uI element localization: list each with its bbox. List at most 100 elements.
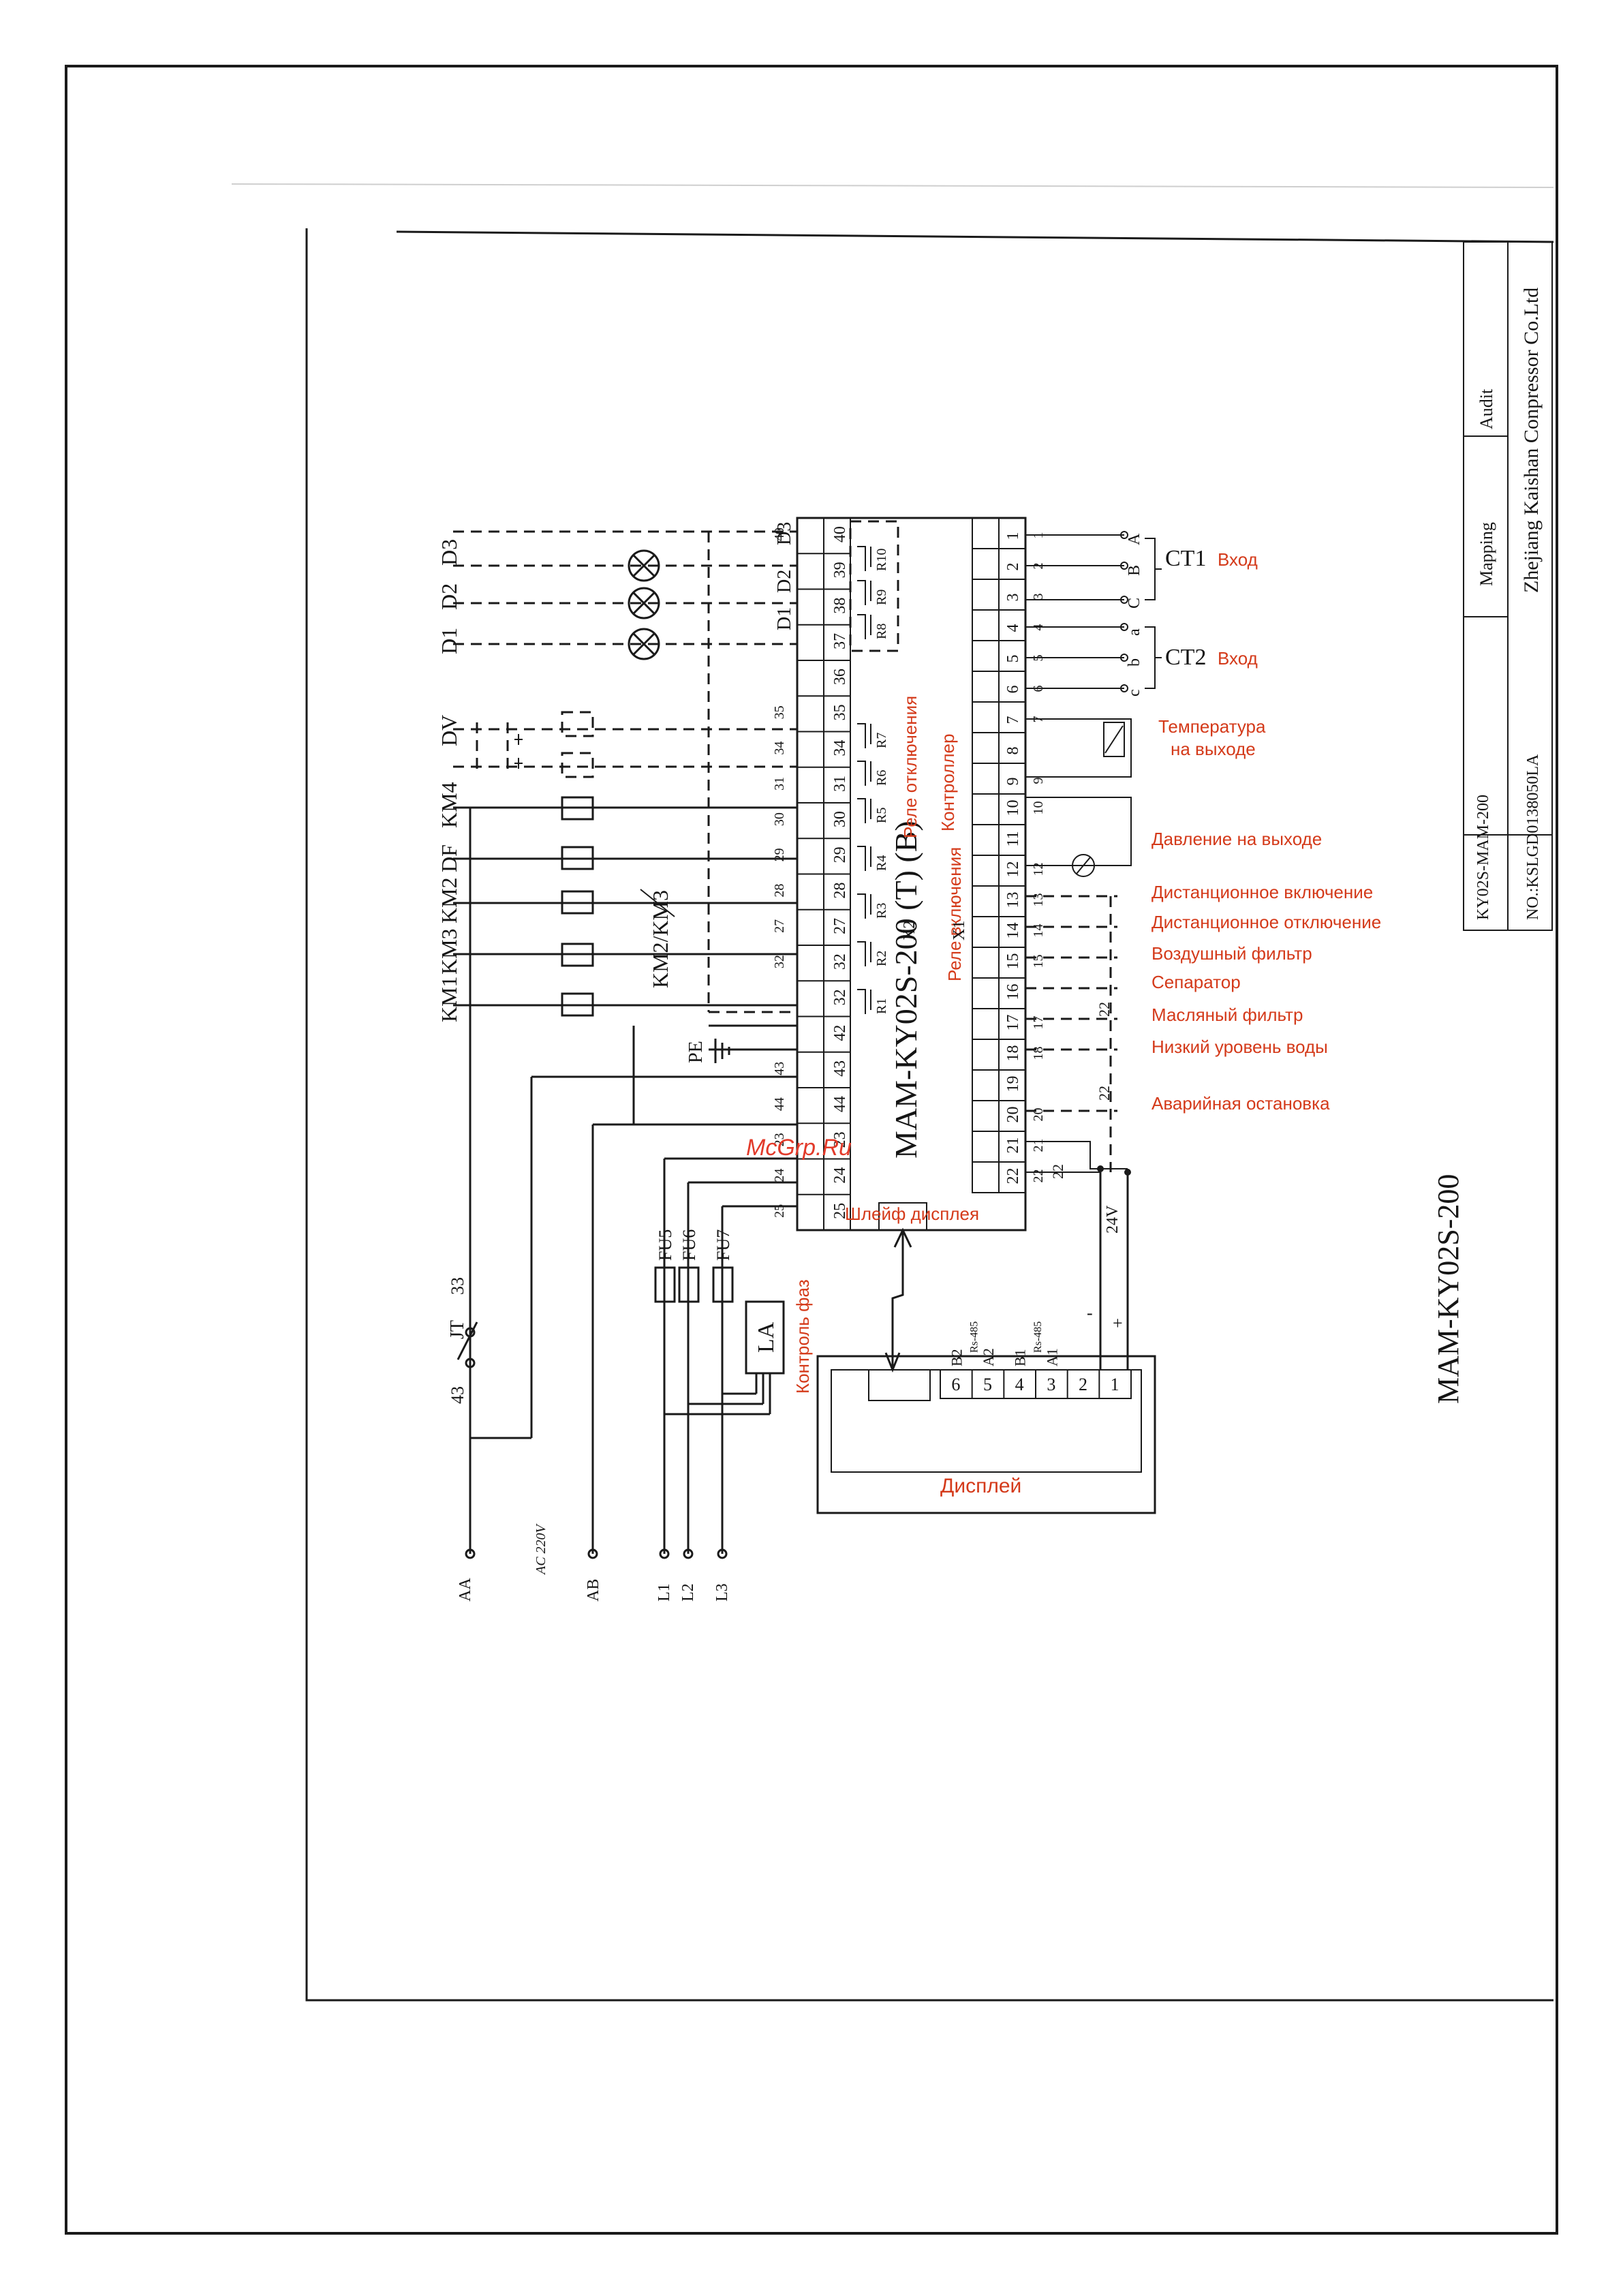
terminal-31: 31 bbox=[831, 776, 849, 792]
term-aa: AA bbox=[457, 1578, 474, 1602]
terminal-32: 32 bbox=[831, 989, 849, 1005]
load-km3: KM3 bbox=[437, 928, 461, 975]
wire-30: 30 bbox=[772, 812, 787, 826]
terminal-24: 24 bbox=[831, 1167, 849, 1184]
coil-km2 bbox=[561, 890, 594, 915]
terminal-22: 22 bbox=[1004, 1168, 1022, 1184]
relay-r1: R1 bbox=[874, 998, 889, 1014]
display-pin-a1: A1 bbox=[1043, 1348, 1060, 1366]
d-contact-box bbox=[849, 520, 899, 652]
wire-44: 44 bbox=[772, 1097, 787, 1111]
jt-switch bbox=[457, 1321, 478, 1489]
phase-c-low: c bbox=[1126, 689, 1143, 697]
terminal-25: 25 bbox=[831, 1203, 849, 1219]
terminal-10: 10 bbox=[1004, 800, 1022, 816]
wire-32: 32 bbox=[772, 955, 787, 968]
relay-contact-icon bbox=[857, 989, 871, 1014]
temperature-sensor-icon bbox=[1103, 722, 1125, 757]
ct1-label: CT1 bbox=[1165, 546, 1206, 571]
lamp-icon bbox=[628, 587, 660, 619]
terminal-15: 15 bbox=[1004, 953, 1022, 970]
terminal-17: 17 bbox=[1004, 1015, 1022, 1031]
relay-r10: R10 bbox=[874, 549, 889, 571]
wire-10: 10 bbox=[1031, 801, 1046, 815]
phase-b-low: b bbox=[1126, 658, 1143, 667]
terminal-3: 3 bbox=[1004, 594, 1022, 602]
contactor-coils bbox=[453, 796, 797, 1554]
terminal-8: 8 bbox=[1004, 747, 1022, 755]
signal-label: на выходе bbox=[1171, 739, 1256, 759]
relay-r6: R6 bbox=[874, 770, 889, 786]
load-km2: KM2 bbox=[437, 877, 461, 923]
plus-label: + bbox=[1113, 1313, 1123, 1333]
wire-35: 35 bbox=[772, 705, 787, 719]
fuse-fu6-label: FU6 bbox=[679, 1229, 699, 1261]
ct2-input-label: Вход bbox=[1218, 648, 1258, 669]
terminal-38: 38 bbox=[831, 598, 849, 614]
terminal-6: 6 bbox=[1004, 686, 1022, 694]
wire-22b: 22 bbox=[1096, 1002, 1113, 1017]
signal-label: Давление на выходе bbox=[1151, 829, 1322, 849]
display-terminal-6: 6 bbox=[951, 1375, 960, 1394]
wire-3: 3 bbox=[1031, 594, 1046, 600]
terminal-36: 36 bbox=[831, 669, 849, 685]
relay-r2: R2 bbox=[874, 951, 889, 966]
signal-label: Низкий уровень воды bbox=[1151, 1037, 1328, 1057]
sensor-wiring bbox=[1025, 531, 1162, 1173]
inner-frame-top bbox=[396, 230, 1554, 243]
ct1-input-label: Вход bbox=[1218, 549, 1258, 570]
power-input bbox=[457, 1157, 797, 1554]
ac-label: AC 220V bbox=[534, 1522, 548, 1576]
phase-a: A bbox=[1126, 533, 1143, 545]
term-l2: L2 bbox=[679, 1583, 697, 1602]
relay-r4: R4 bbox=[874, 855, 889, 871]
scan-edge bbox=[231, 183, 1554, 188]
watermark: McGrp.Ru bbox=[746, 1135, 852, 1161]
terminal-13: 13 bbox=[1004, 892, 1022, 908]
pe-label: PE bbox=[685, 1041, 707, 1063]
title-block: Audit Mapping Zhejiang Kaishan Conpresso… bbox=[1463, 241, 1553, 931]
pressure-sensor-icon bbox=[1072, 854, 1095, 877]
wire-21: 21 bbox=[1031, 1139, 1046, 1152]
wire-22c: 22 bbox=[1096, 1086, 1113, 1101]
contact-d1: D1 bbox=[774, 607, 795, 630]
lamp-icon bbox=[628, 549, 660, 582]
relay-off-label: Реле отключения bbox=[900, 696, 921, 838]
title-block-number: NO.:KSLGD0138050LA bbox=[1524, 754, 1542, 920]
wire-34: 34 bbox=[772, 741, 787, 755]
wire-25: 25 bbox=[772, 1204, 787, 1218]
display-title: Дисплей bbox=[940, 1475, 1021, 1497]
ct2-label: CT2 bbox=[1165, 645, 1206, 670]
la-label: LA bbox=[754, 1321, 779, 1353]
signal-label: Воздушный фильтр bbox=[1151, 943, 1312, 964]
jt-43: 43 bbox=[448, 1386, 467, 1404]
terminal-32: 32 bbox=[831, 953, 849, 970]
term-ab: AB bbox=[585, 1579, 602, 1602]
coil-df bbox=[561, 846, 594, 870]
terminal-1: 1 bbox=[1004, 532, 1022, 540]
phase-b: B bbox=[1126, 565, 1143, 576]
terminal-37: 37 bbox=[831, 633, 849, 649]
controller-model: MAM-KY02S-200 (T) (B) bbox=[888, 821, 923, 1159]
fuse-fu5-label: FU5 bbox=[655, 1229, 675, 1261]
wire-22: 22 bbox=[1031, 1169, 1046, 1183]
x1-label: X1 bbox=[950, 921, 968, 940]
relay-contact-icon bbox=[857, 580, 871, 605]
terminal-27: 27 bbox=[831, 918, 849, 934]
indicator-d2: D2 bbox=[437, 583, 461, 610]
wire-27: 27 bbox=[772, 919, 787, 933]
indicator-d3: D3 bbox=[437, 539, 461, 566]
rs485-label: Rs-485 bbox=[1032, 1321, 1044, 1353]
signal-label: Температура bbox=[1158, 716, 1266, 737]
term-l3: L3 bbox=[713, 1583, 731, 1602]
terminal-39: 39 bbox=[831, 562, 849, 578]
terminal-11: 11 bbox=[1004, 831, 1022, 846]
term-l1: L1 bbox=[655, 1583, 673, 1602]
input-labels: CT1 Вход CT2 Вход A B C a b c bbox=[1126, 533, 1258, 697]
terminal-30: 30 bbox=[831, 811, 849, 827]
